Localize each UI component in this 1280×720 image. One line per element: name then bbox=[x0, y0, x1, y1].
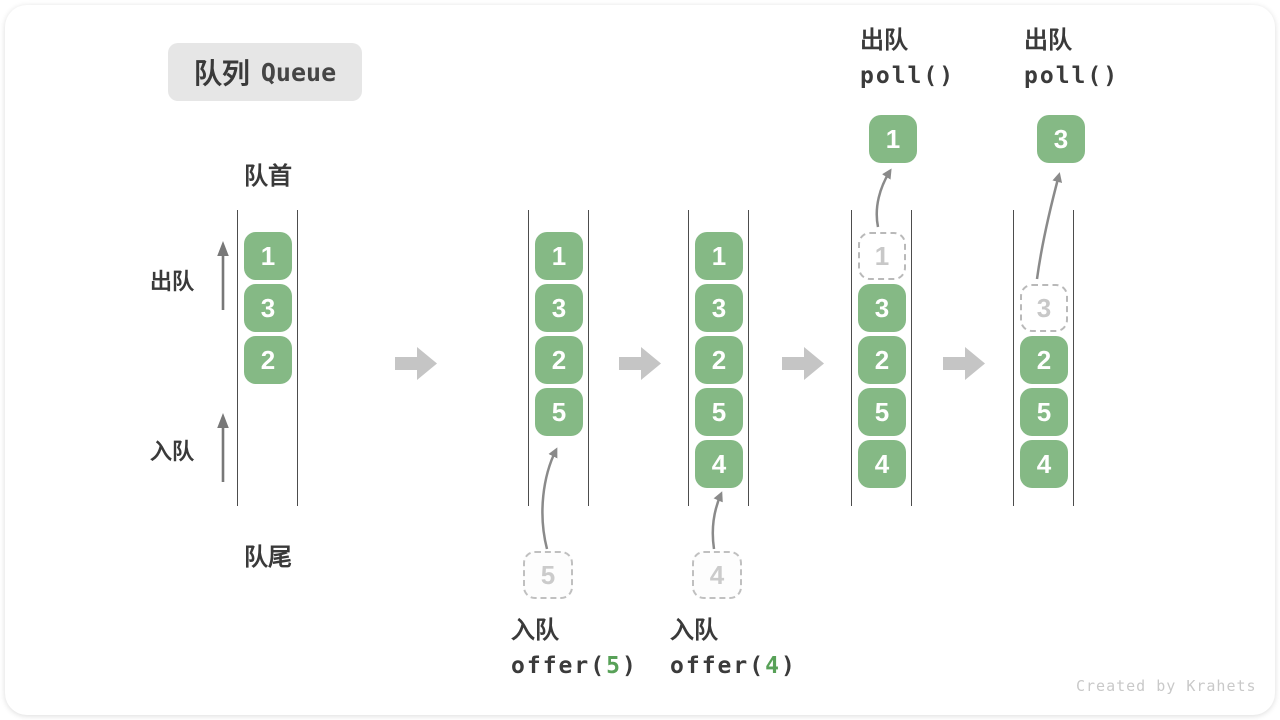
queue-item: 2 bbox=[535, 336, 583, 384]
title-badge: 队列 Queue bbox=[168, 43, 362, 101]
code-prefix: offer( bbox=[511, 653, 607, 679]
label-queue-rear: 队尾 bbox=[244, 544, 292, 571]
queue-item: 1 bbox=[244, 232, 292, 280]
title-en: Queue bbox=[260, 57, 337, 87]
label-queue-front: 队首 bbox=[244, 163, 292, 190]
op-dequeue-zh: 出队 bbox=[860, 27, 908, 54]
queue-state-5: 3 2 5 4 bbox=[1013, 210, 1074, 506]
step-arrow-icon bbox=[619, 347, 661, 380]
code-suffix: ) bbox=[621, 653, 638, 679]
queue-item: 5 bbox=[1020, 388, 1068, 436]
step-arrow-icon bbox=[782, 347, 824, 380]
enqueue-up-arrow-icon bbox=[217, 413, 229, 482]
queue-item: 1 bbox=[695, 232, 743, 280]
step-arrow-icon bbox=[395, 347, 437, 380]
step-arrow-icon bbox=[943, 347, 985, 380]
op-dequeue-code: poll() bbox=[1024, 63, 1120, 89]
queue-item: 4 bbox=[1020, 440, 1068, 488]
label-dequeue-direction: 出队 bbox=[150, 269, 195, 294]
queue-item: 2 bbox=[244, 336, 292, 384]
title-zh: 队列 bbox=[193, 58, 250, 89]
queue-item: 3 bbox=[695, 284, 743, 332]
queue-item-ghost: 1 bbox=[858, 232, 906, 280]
op-dequeue-code: poll() bbox=[860, 63, 956, 89]
queue-item: 5 bbox=[535, 388, 583, 436]
code-prefix: offer( bbox=[670, 653, 766, 679]
queue-item: 3 bbox=[244, 284, 292, 332]
op-enqueue-zh: 入队 bbox=[670, 617, 718, 644]
queue-item: 2 bbox=[695, 336, 743, 384]
op-enqueue-code: offer(5) bbox=[511, 651, 638, 681]
staged-item: 5 bbox=[523, 551, 573, 599]
queue-item-ghost: 3 bbox=[1020, 284, 1068, 332]
code-arg: 5 bbox=[606, 653, 622, 679]
queue-state-2: 1 3 2 5 bbox=[528, 210, 589, 506]
code-arg: 4 bbox=[765, 653, 781, 679]
queue-state-4: 1 3 2 5 4 bbox=[851, 210, 912, 506]
queue-item: 5 bbox=[695, 388, 743, 436]
dequeue-up-arrow-icon bbox=[217, 241, 229, 310]
operation-label-dequeue-1: 出队 poll() bbox=[860, 26, 955, 91]
staged-item: 4 bbox=[692, 551, 742, 599]
operation-label-enqueue-4: 入队 offer(4) bbox=[670, 616, 797, 681]
queue-item: 1 bbox=[535, 232, 583, 280]
queue-item: 5 bbox=[858, 388, 906, 436]
watermark: Created by Krahets bbox=[1076, 677, 1257, 695]
op-enqueue-zh: 入队 bbox=[511, 617, 559, 644]
queue-state-3: 1 3 2 5 4 bbox=[688, 210, 749, 506]
queue-item: 3 bbox=[858, 284, 906, 332]
op-enqueue-code: offer(4) bbox=[670, 651, 797, 681]
operation-label-dequeue-3: 出队 poll() bbox=[1024, 26, 1119, 91]
polled-item: 1 bbox=[869, 115, 917, 163]
op-dequeue-zh: 出队 bbox=[1024, 27, 1072, 54]
queue-item: 4 bbox=[695, 440, 743, 488]
queue-item: 2 bbox=[1020, 336, 1068, 384]
queue-item: 4 bbox=[858, 440, 906, 488]
label-enqueue-direction: 入队 bbox=[150, 439, 195, 464]
operation-label-enqueue-5: 入队 offer(5) bbox=[511, 616, 638, 681]
code-suffix: ) bbox=[780, 653, 797, 679]
queue-item: 2 bbox=[858, 336, 906, 384]
queue-state-1: 1 3 2 bbox=[237, 210, 298, 506]
polled-item: 3 bbox=[1037, 115, 1085, 163]
queue-item: 3 bbox=[535, 284, 583, 332]
